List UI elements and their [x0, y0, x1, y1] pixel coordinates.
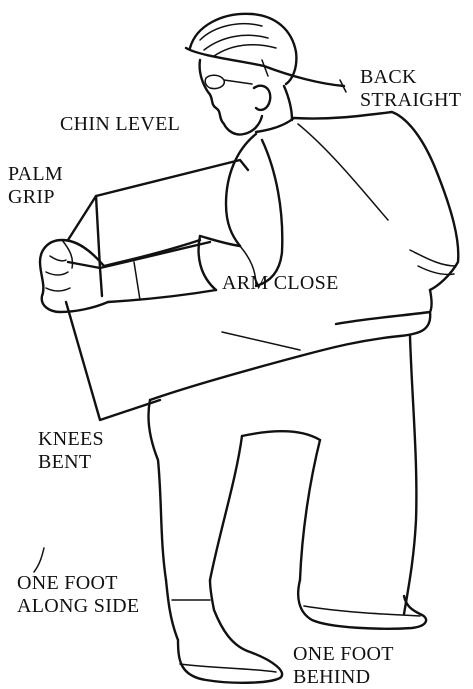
- label-palm-grip-line-2: GRIP: [8, 186, 63, 209]
- label-knees-bent: KNEES BENT: [38, 428, 104, 474]
- label-knees-bent-line-1: KNEES: [38, 428, 104, 451]
- label-arm-close-line-1: ARM CLOSE: [222, 272, 339, 295]
- label-one-foot-along-side-line-2: ALONG SIDE: [17, 595, 139, 618]
- label-chin-level-line-1: CHIN LEVEL: [60, 113, 180, 136]
- label-one-foot-behind-line-2: BEHIND: [293, 666, 394, 689]
- label-palm-grip-line-1: PALM: [8, 163, 63, 186]
- label-one-foot-behind: ONE FOOT BEHIND: [293, 643, 394, 689]
- label-one-foot-along-side: ONE FOOT ALONG SIDE: [17, 572, 139, 618]
- label-one-foot-along-side-line-1: ONE FOOT: [17, 572, 139, 595]
- label-arm-close: ARM CLOSE: [222, 272, 339, 295]
- label-chin-level: CHIN LEVEL: [60, 113, 180, 136]
- label-back-straight: BACK STRAIGHT: [360, 66, 461, 112]
- label-one-foot-behind-line-1: ONE FOOT: [293, 643, 394, 666]
- label-back-straight-line-2: STRAIGHT: [360, 89, 461, 112]
- label-back-straight-line-1: BACK: [360, 66, 461, 89]
- label-palm-grip: PALM GRIP: [8, 163, 63, 209]
- label-knees-bent-line-2: BENT: [38, 451, 104, 474]
